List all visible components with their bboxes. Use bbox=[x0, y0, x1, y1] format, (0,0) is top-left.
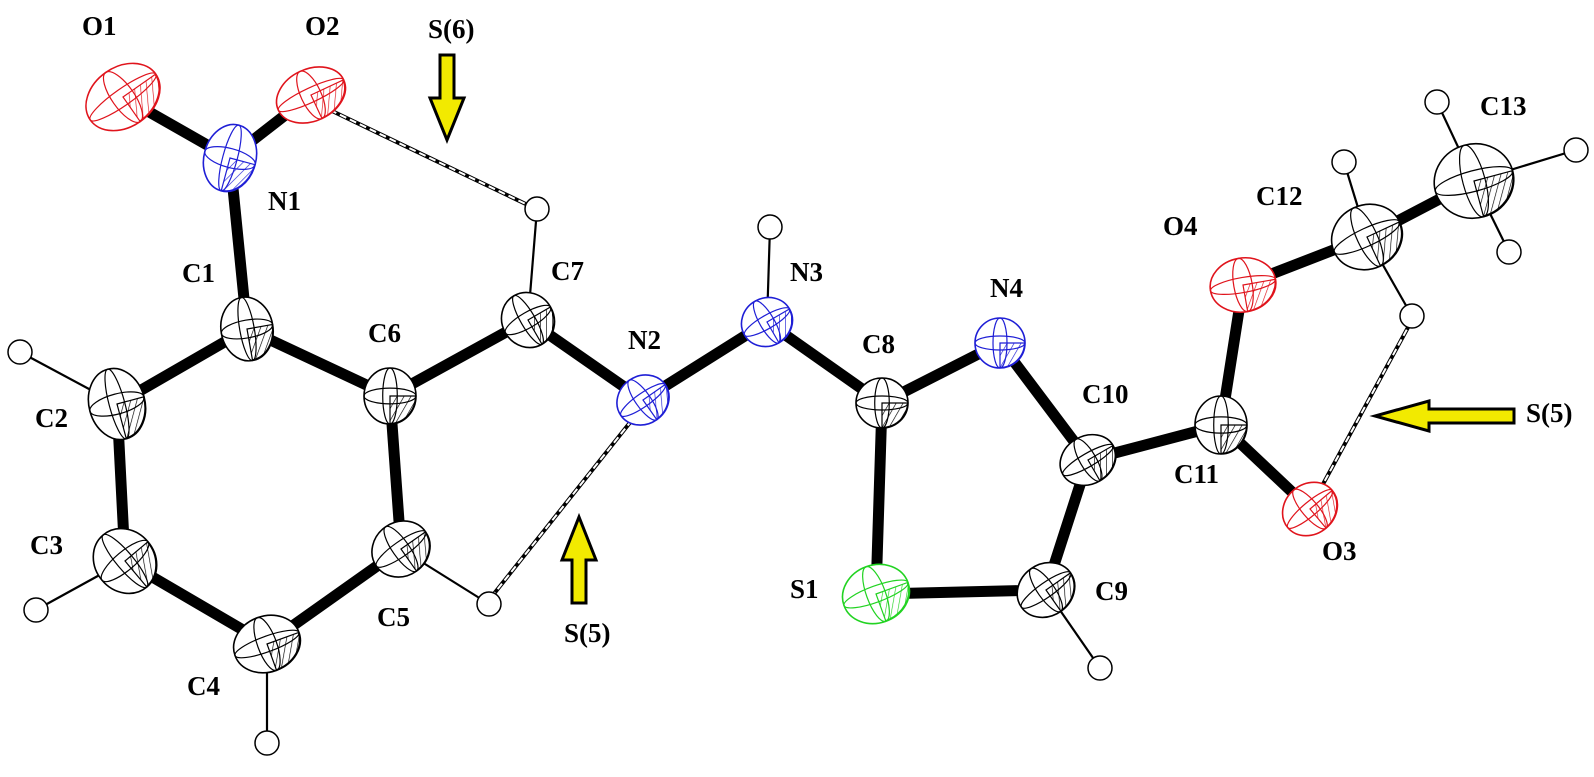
label-c8: C8 bbox=[862, 329, 895, 359]
hydrogen-atom-h3 bbox=[23, 597, 49, 623]
label-c3: C3 bbox=[30, 530, 63, 560]
hydrogen-atoms bbox=[7, 89, 1589, 756]
hydrogen-atom-h9 bbox=[1087, 655, 1113, 681]
motif-label-s6: S(6) bbox=[428, 14, 475, 44]
atom-c7 bbox=[500, 291, 556, 349]
heavy-atoms bbox=[85, 62, 1515, 674]
s5-arrow-left bbox=[1369, 399, 1516, 433]
label-o4: O4 bbox=[1163, 211, 1198, 241]
atom-c1 bbox=[219, 296, 275, 362]
label-c12: C12 bbox=[1256, 181, 1303, 211]
label-n1: N1 bbox=[268, 186, 301, 216]
covalent-bonds bbox=[111, 89, 1480, 650]
atom-c8 bbox=[855, 377, 909, 429]
hydrogen-atom-h5 bbox=[476, 591, 502, 617]
hydrogen-atom-h13c bbox=[1496, 239, 1522, 265]
hydrogen-bonds bbox=[328, 108, 1414, 602]
atom-c3 bbox=[92, 527, 158, 595]
label-o1: O1 bbox=[82, 11, 117, 41]
label-c5: C5 bbox=[377, 602, 410, 632]
hydrogen-atom-h12a bbox=[1331, 149, 1357, 175]
label-c7: C7 bbox=[551, 256, 584, 286]
label-c11: C11 bbox=[1174, 459, 1219, 489]
atom-c2 bbox=[87, 367, 147, 441]
atom-o3 bbox=[1281, 481, 1339, 537]
motif-labels: S(6) S(5) S(5) bbox=[428, 14, 1573, 648]
label-c2: C2 bbox=[35, 403, 68, 433]
atom-c6 bbox=[363, 367, 417, 425]
label-n3: N3 bbox=[790, 257, 823, 287]
hbond-o2-h7 bbox=[328, 108, 534, 209]
atom-o4 bbox=[1209, 256, 1277, 314]
atom-c5 bbox=[371, 520, 431, 578]
atom-o2 bbox=[275, 66, 347, 124]
s5-arrow-up bbox=[559, 512, 599, 605]
hbond-o3-h12 bbox=[1320, 318, 1414, 488]
label-c1: C1 bbox=[182, 258, 215, 288]
label-c6: C6 bbox=[368, 318, 401, 348]
label-o2: O2 bbox=[305, 11, 340, 41]
atom-n4 bbox=[974, 317, 1026, 369]
hydrogen-atom-h7 bbox=[524, 196, 550, 222]
label-c9: C9 bbox=[1095, 576, 1128, 606]
motif-arrows bbox=[427, 53, 1516, 605]
hydrogen-atom-h3n bbox=[757, 214, 783, 240]
s6-arrow bbox=[427, 53, 467, 144]
motif-label-s5-right: S(5) bbox=[1526, 398, 1573, 428]
label-n4: N4 bbox=[990, 273, 1023, 303]
atom-c13 bbox=[1433, 142, 1515, 220]
bond-c8-s1 bbox=[870, 397, 888, 600]
atom-o1 bbox=[85, 62, 161, 132]
label-o3: O3 bbox=[1322, 536, 1357, 566]
hydrogen-atom-h12b bbox=[1399, 303, 1425, 329]
atom-s1 bbox=[841, 563, 911, 625]
label-c13: C13 bbox=[1480, 91, 1527, 121]
label-s1: S1 bbox=[790, 574, 819, 604]
atom-c9 bbox=[1016, 561, 1076, 619]
atom-n3 bbox=[740, 296, 794, 348]
atom-c11 bbox=[1194, 395, 1248, 455]
label-n2: N2 bbox=[628, 325, 661, 355]
hydrogen-atom-h13b bbox=[1563, 137, 1589, 163]
atom-c4 bbox=[232, 614, 302, 674]
label-c4: C4 bbox=[187, 671, 220, 701]
atom-n1 bbox=[202, 123, 258, 193]
atom-c12 bbox=[1330, 203, 1404, 271]
hydrogen-atom-h2 bbox=[7, 339, 33, 365]
atom-c10 bbox=[1059, 433, 1117, 487]
atom-labels: O1 O2 N1 C1 C2 C3 C4 C5 C6 C7 N2 N3 C8 N… bbox=[30, 11, 1527, 701]
hbond-n2-h5 bbox=[487, 418, 634, 602]
hydrogen-atom-h4 bbox=[254, 730, 280, 756]
hydrogen-atom-h13a bbox=[1424, 89, 1450, 115]
atom-n2 bbox=[616, 374, 670, 426]
label-c10: C10 bbox=[1082, 379, 1129, 409]
motif-label-s5-lower: S(5) bbox=[564, 618, 611, 648]
